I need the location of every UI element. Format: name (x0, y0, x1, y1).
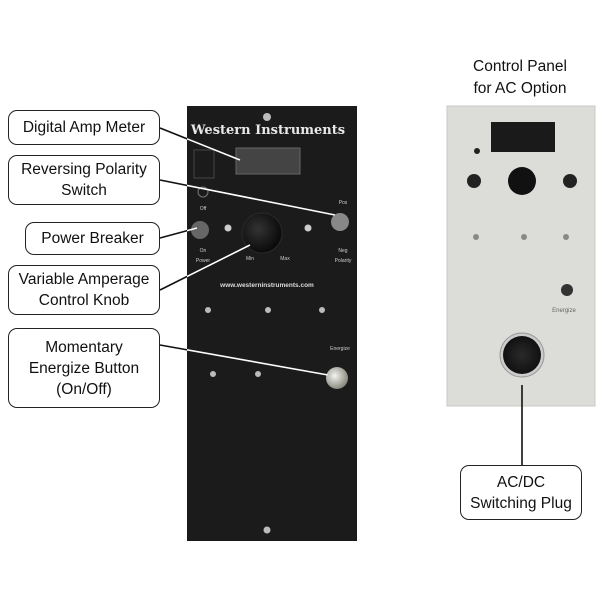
pos-label: Pos (339, 200, 348, 206)
ac-energize-label: Energize (552, 308, 576, 314)
brand-text: Western Instruments (190, 123, 345, 138)
ac-power-switch[interactable] (467, 174, 481, 188)
screw (265, 307, 271, 313)
callout-ac-dc-switching-plug: AC/DC Switching Plug (460, 465, 582, 520)
logo-icon (263, 113, 271, 121)
ac-energize-button[interactable] (561, 284, 573, 296)
ac-polarity-switch[interactable] (563, 174, 577, 188)
off-label: Off (200, 206, 207, 212)
ac-panel-title-line1: Control Panel (473, 58, 567, 75)
screw (205, 307, 211, 313)
on-label: On (200, 248, 207, 254)
ac-panel-title: Control Panel for AC Option (440, 56, 600, 100)
callout-variable-amperage-knob: Variable Amperage Control Knob (8, 265, 160, 315)
power-breaker-switch[interactable] (191, 221, 209, 239)
callout-reversing-polarity-switch: Reversing Polarity Switch (8, 155, 160, 205)
power-label: Power (196, 258, 211, 264)
ac-dc-switching-plug[interactable] (503, 336, 541, 374)
ac-amperage-knob[interactable] (508, 167, 536, 195)
variable-amperage-knob[interactable] (241, 212, 283, 254)
screw (473, 234, 479, 240)
energize-label: Energize (330, 346, 350, 352)
callout-power-breaker: Power Breaker (25, 222, 160, 255)
polarity-label: Polarity (335, 258, 352, 264)
ac-meter-display (491, 122, 555, 152)
screw (304, 224, 312, 232)
screw (263, 526, 271, 534)
screw (521, 234, 527, 240)
screw (210, 371, 216, 377)
min-label: Min (246, 256, 254, 262)
ac-panel-title-line2: for AC Option (473, 80, 567, 97)
digital-amp-meter-display (235, 147, 301, 175)
momentary-energize-button[interactable] (326, 367, 348, 389)
indicator-ring (197, 186, 209, 198)
max-label: Max (280, 256, 290, 262)
website-text: www.westerninstruments.com (219, 282, 314, 289)
indicator (474, 148, 480, 154)
meter-bracket (193, 149, 215, 179)
ac-option-panel: Energize (446, 105, 596, 407)
screw (319, 307, 325, 313)
leader-lines-on-panel (187, 137, 336, 376)
screw (255, 371, 261, 377)
screw (563, 234, 569, 240)
neg-label: Neg (338, 248, 347, 254)
callout-digital-amp-meter: Digital Amp Meter (8, 110, 160, 145)
main-control-panel: Western Instruments Off On Power Min Max… (187, 106, 357, 541)
callout-momentary-energize-button: Momentary Energize Button (On/Off) (8, 328, 160, 408)
reversing-polarity-switch[interactable] (331, 213, 349, 231)
screw (224, 224, 232, 232)
